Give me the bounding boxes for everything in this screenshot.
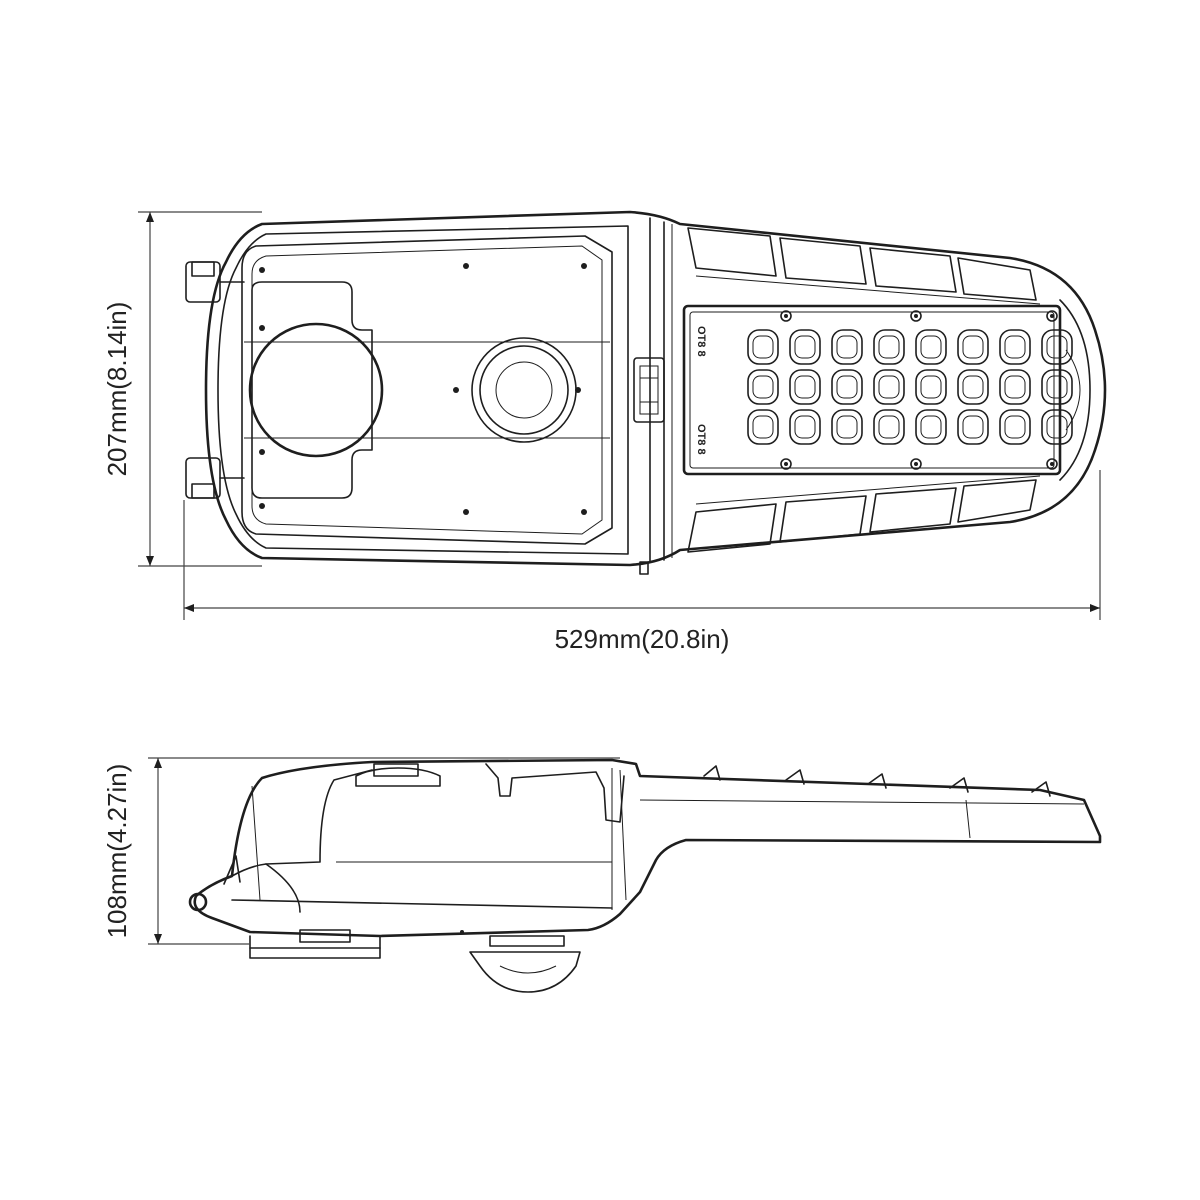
photocell-receptacle: [471, 337, 577, 443]
led-lens: [831, 409, 863, 445]
door-latch: [633, 357, 665, 423]
led-lens-inner: [920, 335, 942, 359]
led-lens: [1041, 329, 1073, 365]
led-lens-inner: [836, 375, 858, 399]
led-lens: [915, 369, 947, 405]
led-lens: [957, 329, 989, 365]
pole-opening: [248, 322, 384, 458]
led-board: [682, 304, 1062, 476]
hinge-bottom: [185, 457, 245, 499]
led-board-screws: [780, 310, 1058, 470]
pole-adapter: [249, 929, 381, 959]
heatsink-fins-bottom: [687, 475, 1041, 553]
top-view-dimensions: [138, 211, 1101, 620]
led-lens-grid: [747, 329, 1073, 445]
led-lens-inner: [1046, 335, 1068, 359]
chip-label-bottom: OT8 8: [695, 424, 707, 455]
led-lens-inner: [794, 335, 816, 359]
led-lens: [999, 409, 1031, 445]
led-lens: [999, 329, 1031, 365]
led-lens: [831, 329, 863, 365]
height-dimension-label: 207mm(8.14in): [102, 302, 132, 477]
led-lens-inner: [878, 375, 900, 399]
rear-panel-inner: [251, 245, 603, 535]
led-lens: [873, 329, 905, 365]
led-lens: [1041, 409, 1073, 445]
led-lens-inner: [1004, 335, 1026, 359]
led-lens-inner: [920, 415, 942, 439]
led-lens-inner: [752, 375, 774, 399]
led-lens: [747, 409, 779, 445]
led-lens: [873, 409, 905, 445]
width-dimension-label: 529mm(20.8in): [555, 624, 730, 654]
side-fins: [703, 765, 1051, 797]
led-lens-inner: [878, 335, 900, 359]
led-lens: [747, 369, 779, 405]
side-view: [188, 758, 1102, 993]
led-lens: [1041, 369, 1073, 405]
led-lens-inner: [836, 335, 858, 359]
led-lens-inner: [962, 335, 984, 359]
led-lens: [831, 369, 863, 405]
side-view-dimensions: [148, 757, 620, 945]
rear-panel: [241, 235, 613, 545]
led-lens-inner: [1004, 415, 1026, 439]
led-lens-inner: [1046, 375, 1068, 399]
heatsink-fins-top: [687, 227, 1041, 305]
led-lens-inner: [794, 375, 816, 399]
chip-label-top: OT8 8: [695, 326, 707, 357]
led-lens: [915, 409, 947, 445]
led-lens-inner: [962, 375, 984, 399]
led-lens: [873, 369, 905, 405]
housing-outline: [204, 210, 1107, 567]
led-lens-inner: [794, 415, 816, 439]
pole-entry-slot: [251, 281, 373, 499]
led-lens: [999, 369, 1031, 405]
led-lens-inner: [836, 415, 858, 439]
led-lens: [789, 409, 821, 445]
side-housing-outline: [193, 758, 1102, 938]
rear-panel-screws: [259, 263, 587, 515]
led-lens-inner: [962, 415, 984, 439]
end-cap: [1059, 299, 1091, 481]
led-lens: [957, 369, 989, 405]
led-lens: [957, 409, 989, 445]
led-lens-inner: [752, 415, 774, 439]
motion-sensor: [469, 935, 581, 993]
led-lens-inner: [1004, 375, 1026, 399]
led-lens: [747, 329, 779, 365]
led-lens-inner: [752, 335, 774, 359]
led-lens-inner: [878, 415, 900, 439]
led-lens: [915, 329, 947, 365]
housing-inner-outline: [217, 225, 629, 555]
led-lens-inner: [1046, 415, 1068, 439]
led-lens: [789, 329, 821, 365]
led-lens: [789, 369, 821, 405]
top-view: OT8 8 OT8 8: [185, 210, 1107, 575]
hinge-top: [185, 261, 245, 303]
led-lens-inner: [920, 375, 942, 399]
side-hinge: [188, 892, 208, 912]
side-height-dimension-label: 108mm(4.27in): [102, 764, 132, 939]
